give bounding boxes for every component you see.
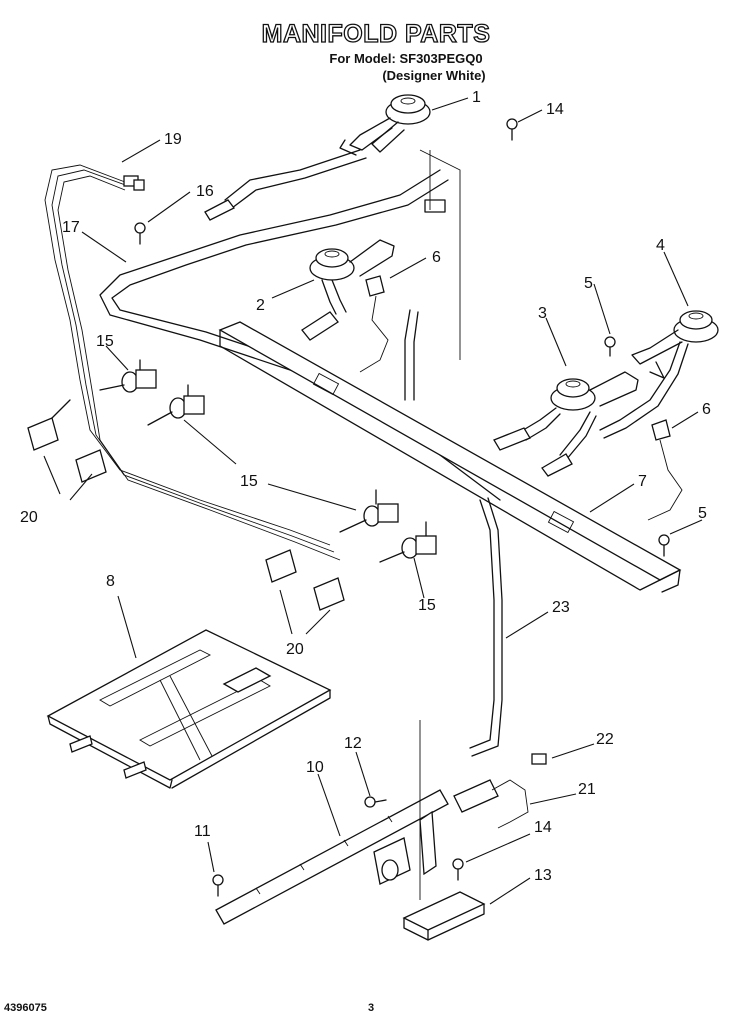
switch-20b: [75, 449, 107, 483]
valve-center-2: [379, 521, 437, 563]
leader-lines: [43, 97, 703, 905]
switch-20a: [27, 399, 71, 451]
callout-5-right: 5: [698, 505, 707, 522]
igniter-wire-6b: [647, 419, 683, 521]
switch-20c: [265, 549, 297, 583]
rear-manifold-pipe: [215, 789, 449, 925]
burner-1-tube: [204, 149, 367, 221]
callout-14-top: 14: [546, 101, 564, 118]
screw-14b: [452, 858, 464, 881]
callout-15-left: 15: [96, 333, 114, 350]
callout-11: 11: [194, 823, 211, 840]
callout-13: 13: [534, 867, 552, 884]
model-line: For Model: SF303PEGQ0: [329, 51, 483, 66]
callout-17: 17: [62, 219, 80, 236]
supply-tube: [404, 309, 503, 757]
callout-6-top: 6: [432, 249, 441, 266]
wire-harness: [44, 164, 341, 561]
callout-4: 4: [656, 237, 665, 254]
valve-left-2: [147, 384, 205, 426]
callout-22: 22: [596, 731, 614, 748]
callout-20-center: 20: [286, 641, 304, 658]
callout-21: 21: [578, 781, 596, 798]
callout-23: 23: [552, 599, 570, 616]
burner-4: [599, 310, 719, 439]
switch-20d: [313, 577, 345, 611]
callout-15-mid: 15: [240, 473, 258, 490]
page-number: 3: [368, 1002, 375, 1014]
callout-12: 12: [344, 735, 362, 752]
valve-center-1: [339, 489, 399, 533]
valve-left-1: [99, 359, 157, 393]
callout-3: 3: [538, 305, 547, 322]
screw-16: [134, 222, 146, 245]
burner-2: [301, 239, 395, 341]
callout-10: 10: [306, 759, 324, 776]
callout-1: 1: [472, 89, 481, 106]
callout-20-left: 20: [20, 509, 38, 526]
igniter-wire-6a: [359, 275, 389, 373]
burner-1: [339, 94, 431, 156]
igniter-switch-21: [453, 779, 529, 829]
callout-19: 19: [164, 131, 182, 148]
callout-8: 8: [106, 573, 115, 590]
fitting-22: [531, 753, 547, 765]
callout-5-top: 5: [584, 275, 593, 292]
callout-14-bottom: 14: [534, 819, 552, 836]
screw-5b: [658, 534, 670, 557]
callout-labels: 1 14 19 16 17 6 4 2 5 3 15 6 15 7 20 5 1…: [20, 89, 711, 884]
burner-3: [493, 371, 639, 477]
doc-number: 4396075: [4, 1002, 47, 1014]
screw-12: [364, 796, 387, 808]
page-title: MANIFOLD PARTS: [261, 19, 491, 48]
manifold-bracket: [218, 321, 682, 593]
pressure-regulator: [373, 720, 486, 941]
screw-11: [212, 874, 224, 897]
color-line: (Designer White): [382, 68, 486, 83]
callout-2: 2: [256, 297, 265, 314]
callout-6-right: 6: [702, 401, 711, 418]
callout-16: 16: [196, 183, 214, 200]
burner-base-pan: [46, 629, 332, 789]
screw-14a: [506, 118, 518, 141]
screw-5a: [604, 336, 616, 357]
callout-15-bottom: 15: [418, 597, 436, 614]
callout-7: 7: [638, 473, 647, 490]
